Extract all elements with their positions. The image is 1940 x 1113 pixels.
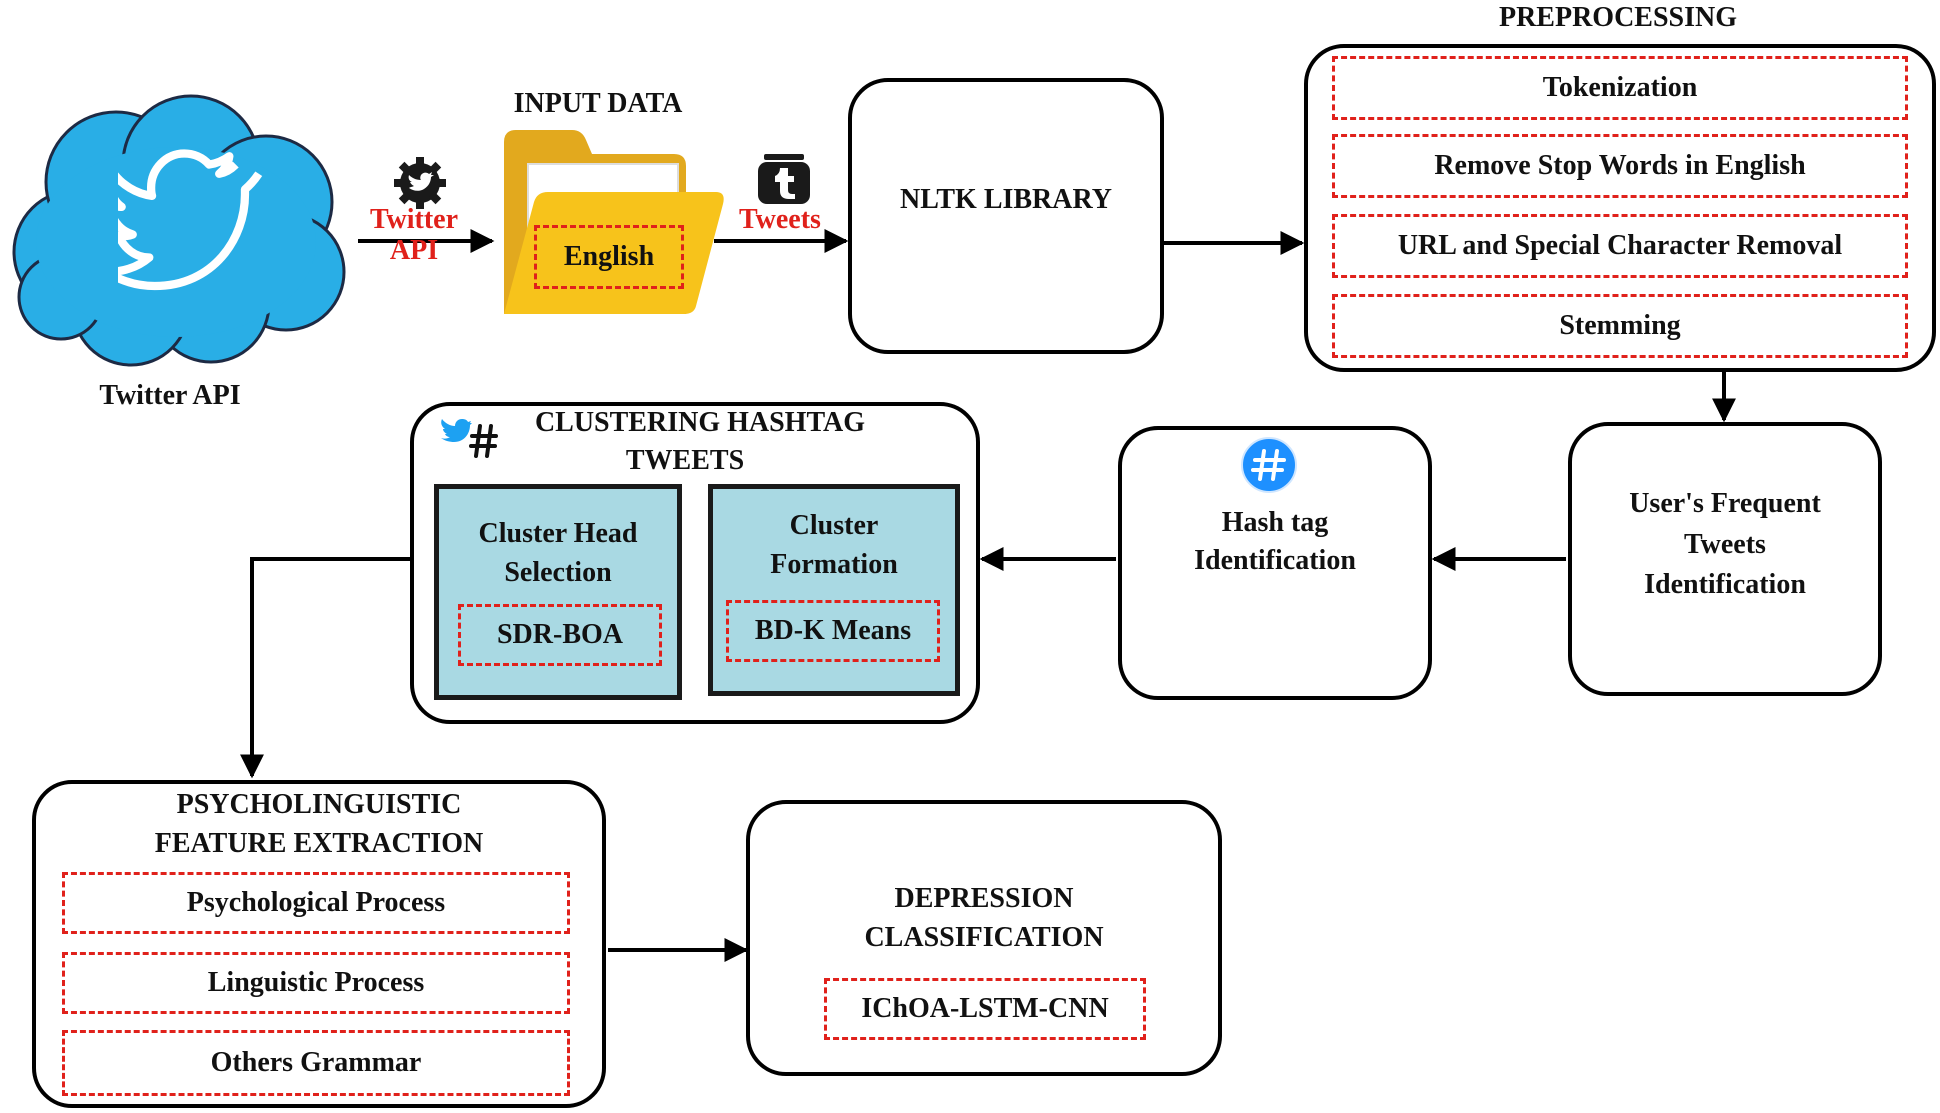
preprocessing-box [1304,44,1936,372]
clustering-title-line2: TWEETS [625,444,745,476]
cluster-formation-line2: Formation [770,549,898,581]
cluster-head-line2: Selection [504,557,612,589]
linguistic-process-item: Linguistic Process [62,952,570,1014]
frequent-line1: User's Frequent [1629,488,1821,519]
language-english-box: English [534,225,684,289]
input-data-title: INPUT DATA [513,88,683,119]
psycho-title-line1: PSYCHOLINGUISTIC [176,789,462,820]
nltk-library-box [848,78,1164,354]
depression-classification-title: DEPRESSION CLASSIFICATION [750,880,1218,957]
others-grammar-item: Others Grammar [62,1030,570,1096]
twitter-api-label: Twitter API [99,380,241,411]
psychological-process-item: Psychological Process [62,872,570,934]
step-stemming: Stemming [1332,294,1908,358]
twitter-edge-label-line1: Twitter [369,204,459,235]
cluster-formation-label: Cluster Formation [712,506,956,584]
cluster-formation-line1: Cluster [789,510,879,541]
twitter-hashtag-icon [441,419,498,458]
twitter-edge-label-line2: API [389,235,439,267]
preprocessing-title: PREPROCESSING [1498,2,1738,33]
step-remove-stop-words: Remove Stop Words in English [1332,134,1908,198]
hashtag-line1: Hash tag [1221,507,1329,538]
arrow-clustering-to-psycho [240,557,410,779]
nltk-library-title: NLTK LIBRARY [900,184,1112,215]
ichoa-lstm-cnn-method: IChOA-LSTM-CNN [824,978,1146,1040]
step-url-special-char-removal: URL and Special Character Removal [1332,214,1908,278]
cluster-head-label: Cluster Head Selection [438,514,678,592]
step-tokenization: Tokenization [1332,56,1908,120]
classification-title-line2: CLASSIFICATION [864,921,1104,953]
frequent-tweets-label: User's Frequent Tweets Identification [1572,484,1878,606]
twitter-api-edge-label: Twitter API [354,204,474,267]
sdr-boa-method: SDR-BOA [458,604,662,666]
frequent-line2: Tweets [1684,528,1766,560]
classification-title-line1: DEPRESSION [894,883,1074,914]
tumblr-t-icon [758,154,810,204]
hashtag-line2: Identification [1194,544,1356,576]
gear-twitter-icon [394,157,446,209]
twitter-bird-icon [118,149,263,291]
hashtag-icon [1241,437,1297,493]
frequent-line3: Identification [1644,569,1806,601]
frequent-tweets-box [1568,422,1882,696]
psycho-title-line2: FEATURE EXTRACTION [154,827,484,859]
hashtag-identification-label: Hash tag Identification [1122,504,1428,580]
clustering-title: CLUSTERING HASHTAG TWEETS [470,404,900,480]
bd-k-means-method: BD-K Means [726,600,940,662]
cluster-head-line1: Cluster Head [478,518,638,549]
psycholinguistic-box [32,780,606,1108]
folder-icon [504,130,724,314]
tweets-edge-label: Tweets [739,204,821,235]
clustering-title-line1: CLUSTERING HASHTAG [534,407,866,438]
psycholinguistic-title: PSYCHOLINGUISTIC FEATURE EXTRACTION [36,786,602,863]
depression-classification-box [746,800,1222,1076]
